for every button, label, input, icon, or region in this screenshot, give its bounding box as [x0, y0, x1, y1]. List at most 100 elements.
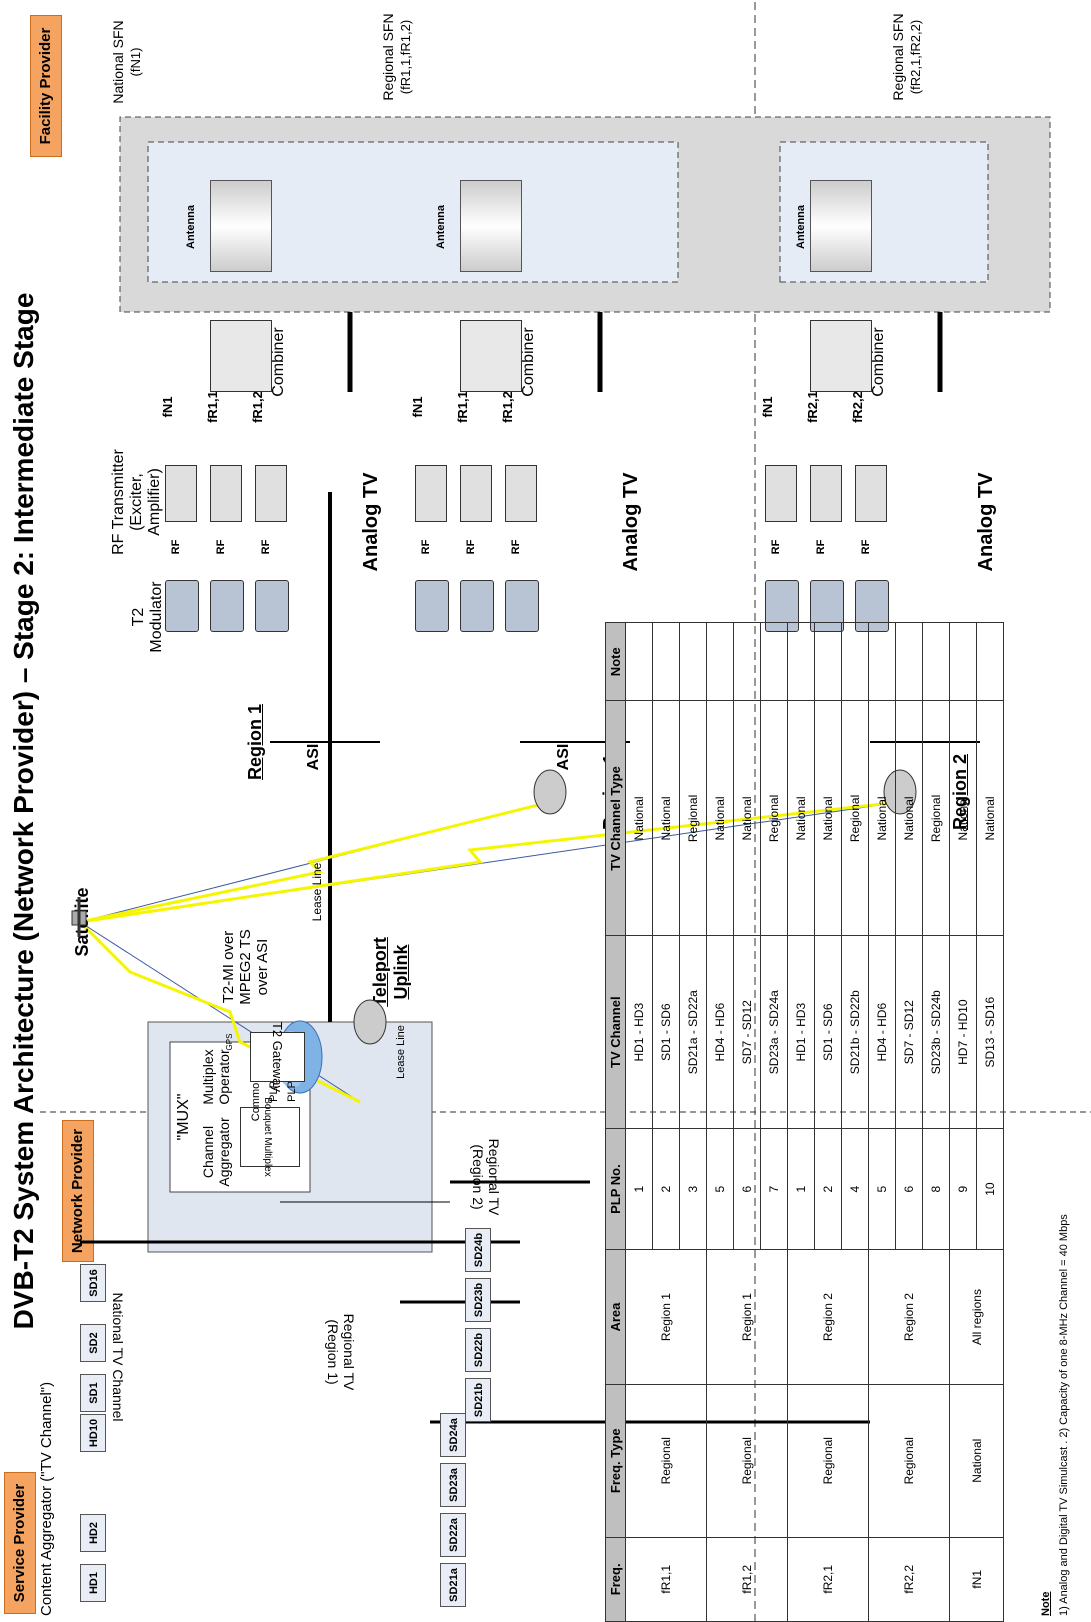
table-cell: 5 [868, 1128, 896, 1250]
antenna-label-1: Antenna [185, 205, 197, 249]
table-cell-note [625, 622, 653, 701]
table-cell-area: Region 1 [625, 1249, 707, 1385]
table-cell: National [787, 700, 815, 936]
table-cell-note [895, 622, 923, 701]
antenna-tower-icon [460, 180, 522, 272]
sfn-freq-2: (fR1,1,fR1,2) [398, 19, 413, 95]
table-cell: HD7 - HD10 [949, 935, 977, 1129]
sfn-label-3: Regional SFN [890, 13, 906, 101]
asi-label-1: ASI [305, 743, 322, 771]
table-header-cell: TV Channel Type [605, 700, 626, 936]
table-cell: SD23b - SD24b [922, 935, 950, 1129]
channel-sd23a: SD23a [440, 1463, 466, 1507]
table-cell-note [679, 622, 707, 701]
table-cell-note [706, 622, 734, 701]
table-cell: HD1 - HD3 [787, 935, 815, 1129]
regional1-bus-label: Regional TV (Region 1) [325, 1313, 357, 1391]
channel-sd24a: SD24a [440, 1413, 466, 1457]
table-header-cell: Freq. [605, 1537, 626, 1622]
table-header-cell: Area [605, 1249, 626, 1385]
table-cell: 1 [625, 1128, 653, 1250]
channel-aggregator-label: Channel Aggregator [200, 1117, 232, 1187]
table-cell-note [733, 622, 761, 701]
rf-label: RF [770, 539, 782, 555]
note-text: 1) Analog and Digital TV Simulcast . 2) … [1058, 1214, 1070, 1616]
table-cell: Regional [922, 700, 950, 936]
table-cell: Regional [679, 700, 707, 936]
table-cell: HD1 - HD3 [625, 935, 653, 1129]
table-cell: SD7 - SD12 [895, 935, 923, 1129]
table-cell: National [706, 700, 734, 936]
table-cell: 10 [976, 1128, 1004, 1250]
teleport-dish-icon [353, 999, 387, 1045]
table-cell: SD7 - SD12 [733, 935, 761, 1129]
national-bus-label: National TV Channel [110, 1292, 126, 1422]
region2-dish-icon [883, 769, 917, 815]
t2-modulator-icon [415, 580, 449, 632]
mux-label: "MUX" [175, 1093, 192, 1141]
rf-label: RF [170, 539, 182, 555]
table-cell: National [949, 700, 977, 936]
table-cell: 2 [814, 1128, 842, 1250]
channel-sd24b: SD24b [465, 1228, 491, 1272]
channel-sd1: SD1 [80, 1374, 106, 1412]
table-cell-freq: fN1 [949, 1537, 1004, 1622]
rf-transmitter-icon [855, 465, 887, 522]
table-header-cell: Freq. Type [605, 1384, 626, 1538]
table-header-cell: PLP No. [605, 1128, 626, 1250]
table-cell-area: Region 1 [706, 1249, 788, 1385]
table-cell-type: Regional [625, 1384, 707, 1538]
table-cell: 3 [679, 1128, 707, 1250]
rf-label: RF [465, 539, 477, 555]
freq-label: fN1 [760, 396, 775, 418]
table-cell-area: Region 2 [787, 1249, 869, 1385]
channel-sd22a: SD22a [440, 1513, 466, 1557]
rf-label: RF [420, 539, 432, 555]
combiner-icon [210, 320, 272, 392]
table-cell: Regional [760, 700, 788, 936]
combiner-header-3: Combiner [870, 327, 887, 397]
combiner-header-2: Combiner [520, 327, 537, 397]
table-cell-freq: fR1,2 [706, 1537, 788, 1622]
t2-modulator-icon [505, 580, 539, 632]
table-cell: SD21b - SD22b [841, 935, 869, 1129]
t2-modulator-icon [460, 580, 494, 632]
satellite-icon [71, 897, 87, 937]
table-cell-note [868, 622, 896, 701]
table-cell-note [814, 622, 842, 701]
table-cell: HD4 - HD6 [706, 935, 734, 1129]
table-cell: SD21a - SD22a [679, 935, 707, 1129]
analog-tv-3: Analog TV [975, 472, 997, 572]
rf-label: RF [510, 539, 522, 555]
table-cell: SD13 - SD16 [976, 935, 1004, 1129]
sfn-freq-3: (fR2,1,fR2,2) [908, 19, 923, 95]
table-cell-note [760, 622, 788, 701]
table-cell: National [814, 700, 842, 936]
rf-transmitter-icon [460, 465, 492, 522]
table-cell-type: Regional [706, 1384, 788, 1538]
t2-modulator-icon [255, 580, 289, 632]
table-cell-freq: fR1,1 [625, 1537, 707, 1622]
table-cell-note [976, 622, 1004, 701]
table-cell-type: National [949, 1384, 1004, 1538]
combiner-icon [460, 320, 522, 392]
region1-dish-icon [533, 769, 567, 815]
table-cell-note [787, 622, 815, 701]
table-cell: SD23a - SD24a [760, 935, 788, 1129]
rf-transmitter-icon [505, 465, 537, 522]
rf-transmitter-icon [765, 465, 797, 522]
table-cell: National [652, 700, 680, 936]
table-cell: 9 [949, 1128, 977, 1250]
table-header-cell: Note [605, 622, 626, 701]
rf-label: RF [260, 539, 272, 555]
transport-label: T2-MI over MPEG2 TS over ASI [220, 929, 271, 1005]
table-cell-area: All regions [949, 1249, 1004, 1385]
table-cell: 1 [787, 1128, 815, 1250]
t2-modulator-icon [165, 580, 199, 632]
antenna-label-3: Antenna [795, 205, 807, 249]
table-cell-area: Region 2 [868, 1249, 950, 1385]
